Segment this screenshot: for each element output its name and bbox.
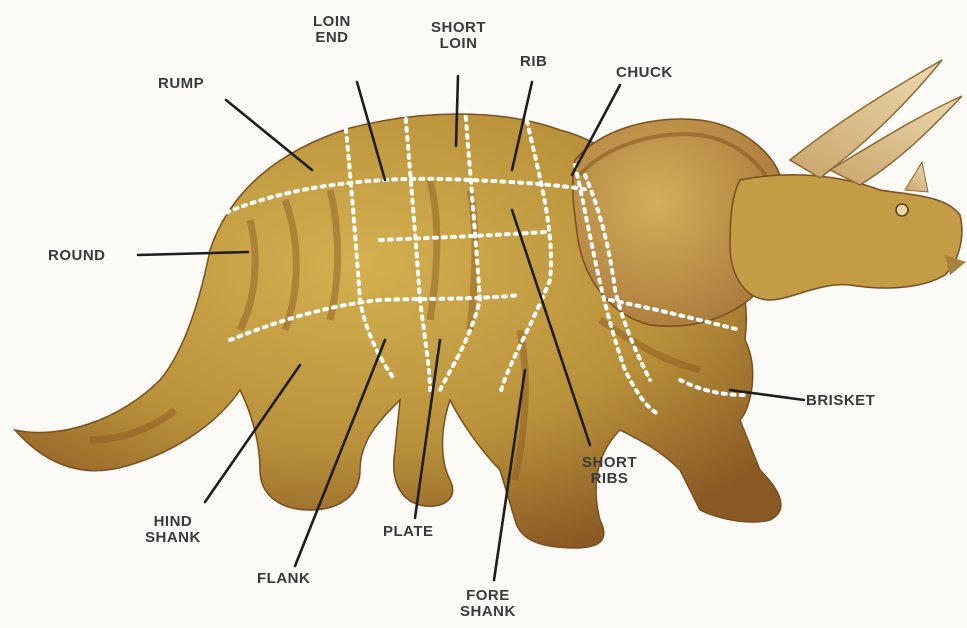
label-rib: RIB — [520, 54, 547, 70]
label-chuck: CHUCK — [616, 65, 673, 81]
label-brisket: BRISKET — [806, 393, 875, 409]
label-loin-end: LOIN END — [313, 14, 351, 46]
label-round: ROUND — [48, 248, 106, 264]
label-hind-shank: HIND SHANK — [145, 514, 201, 546]
eye — [896, 204, 908, 216]
label-rump: RUMP — [158, 76, 204, 92]
label-short-loin: SHORT LOIN — [431, 20, 486, 52]
dinosaur-head — [730, 175, 962, 300]
label-short-ribs: SHORT RIBS — [582, 455, 637, 487]
label-fore-shank: FORE SHANK — [460, 588, 516, 620]
label-plate: PLATE — [383, 524, 434, 540]
nose-horn — [905, 162, 928, 192]
label-flank: FLANK — [257, 571, 310, 587]
